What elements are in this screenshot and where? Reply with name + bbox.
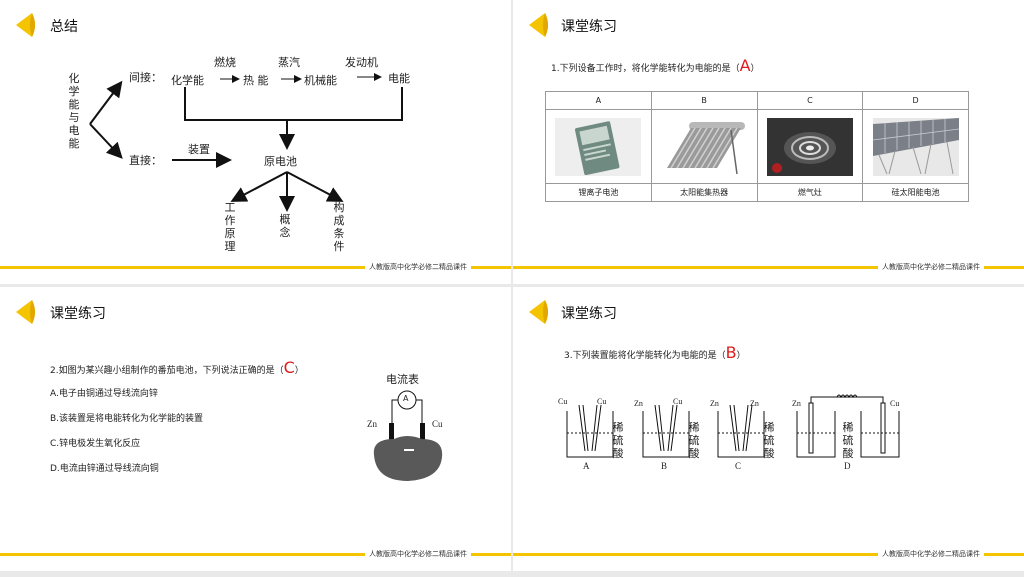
solar-panel-icon xyxy=(872,117,959,176)
megaphone-logo-icon xyxy=(529,13,548,37)
setup-a-left: Cu xyxy=(558,397,568,406)
footer-bar xyxy=(513,553,1024,556)
choice-b: B.该装置是将电能转化为化学能的装置 xyxy=(50,414,204,424)
choice-a: A.电子由铜通过导线流向锌 xyxy=(50,389,158,399)
option-image-cell xyxy=(756,109,864,184)
chain-chemical: 化学能 xyxy=(171,74,204,87)
slide-title: 总结 xyxy=(50,19,78,35)
lithium-battery-icon xyxy=(555,117,642,176)
summary-diagram-lines xyxy=(89,73,403,212)
chain-mechanical: 机械能 xyxy=(304,74,337,87)
question-2: 2.如图为某兴趣小组制作的番茄电池，下列说法正确的是（C） xyxy=(50,358,304,377)
question-close: ） xyxy=(294,366,304,376)
answer-mark: C xyxy=(283,358,295,377)
setup-c-letter: C xyxy=(735,461,742,471)
footer-bar xyxy=(0,553,511,556)
footer-bar xyxy=(0,266,511,269)
zn-electrode-label: Zn xyxy=(367,419,377,429)
setup-d-letter: D xyxy=(844,461,851,471)
footer-text: 人教版高中化学必修二精品课件 xyxy=(878,549,984,559)
device-label: 装置 xyxy=(188,143,210,156)
chem-electric-label: 化学能与电能 xyxy=(68,72,80,150)
option-name: 硅太阳能电池 xyxy=(862,183,969,202)
option-header: B xyxy=(650,91,758,110)
slide-exercise-1: 课堂练习 1.下列设备工作时，将化学能转化为电能的是（A） A B C D xyxy=(513,0,1024,284)
setup-b-left: Zn xyxy=(634,399,643,408)
tomato-battery-figure xyxy=(373,390,443,481)
answer-mark: A xyxy=(739,56,751,75)
option-image-cell xyxy=(650,109,758,184)
option-header: C xyxy=(756,91,864,110)
footer-text: 人教版高中化学必修二精品课件 xyxy=(365,262,471,272)
answer-mark: B xyxy=(725,343,737,362)
question-text: 3.下列装置能将化学能转化为电能的是（ xyxy=(564,351,726,361)
megaphone-logo-icon xyxy=(529,300,548,324)
condition-steam: 蒸汽 xyxy=(278,56,300,69)
megaphone-logo-icon xyxy=(16,13,35,37)
question-1: 1.下列设备工作时，将化学能转化为电能的是（A） xyxy=(551,56,760,75)
slide-summary: 总结 化学能与电能 间接： 直接： 燃烧 蒸汽 发动机 化学能 热 能 机械能 … xyxy=(0,0,511,284)
option-image-cell xyxy=(862,109,969,184)
question-text: 1.下列设备工作时，将化学能转化为电能的是（ xyxy=(551,64,740,74)
beaker-setups-figure xyxy=(566,394,900,458)
acid-label: 稀硫酸 xyxy=(688,421,700,460)
option-name: 燃气灶 xyxy=(756,183,864,202)
slide-title: 课堂练习 xyxy=(561,306,617,322)
ammeter-label: 电流表 xyxy=(386,373,419,386)
megaphone-logo-icon xyxy=(16,300,35,324)
question-close: ） xyxy=(750,64,760,74)
slide-exercise-3: 课堂练习 3.下列装置能将化学能转化为电能的是（B） xyxy=(513,287,1024,571)
solar-water-heater-icon xyxy=(661,117,748,176)
setup-d-left: Zn xyxy=(792,399,801,408)
chain-electric: 电能 xyxy=(388,72,410,85)
acid-label: 稀硫酸 xyxy=(763,421,775,460)
option-header: A xyxy=(545,91,652,110)
cu-electrode-label: Cu xyxy=(432,419,443,429)
option-name: 锂离子电池 xyxy=(545,183,652,202)
question-text: 2.如图为某兴趣小组制作的番茄电池，下列说法正确的是（ xyxy=(50,366,284,376)
chain-heat: 热 能 xyxy=(243,74,269,87)
footer-text: 人教版高中化学必修二精品课件 xyxy=(365,549,471,559)
option-image-cell xyxy=(545,109,652,184)
options-table: A B C D xyxy=(545,91,969,202)
slide-title: 课堂练习 xyxy=(561,19,617,35)
setup-c-right: Zn xyxy=(750,399,759,408)
acid-label: 稀硫酸 xyxy=(612,421,624,460)
branch-principle: 工作原理 xyxy=(224,201,236,253)
condition-burn: 燃烧 xyxy=(214,56,236,69)
condition-engine: 发动机 xyxy=(345,56,378,69)
choice-d: D.电流由锌通过导线流向铜 xyxy=(50,464,159,474)
setup-b-letter: B xyxy=(661,461,668,471)
question-close: ） xyxy=(736,351,746,361)
footer-bar xyxy=(513,266,1024,269)
gas-stove-icon xyxy=(766,117,853,176)
ammeter-symbol: A xyxy=(403,394,409,403)
setup-b-right: Cu xyxy=(673,397,683,406)
setup-a-letter: A xyxy=(583,461,590,471)
slide-exercise-2: 课堂练习 2.如图为某兴趣小组制作的番茄电池，下列说法正确的是（C） A.电子由… xyxy=(0,287,511,571)
acid-label: 稀硫酸 xyxy=(842,421,854,460)
footer-text: 人教版高中化学必修二精品课件 xyxy=(878,262,984,272)
indirect-label: 间接： xyxy=(129,71,162,84)
setup-c-left: Zn xyxy=(710,399,719,408)
branch-conditions: 构成条件 xyxy=(333,201,345,253)
setup-a-right: Cu xyxy=(597,397,607,406)
branch-concept: 概念 xyxy=(279,213,291,239)
option-header: D xyxy=(862,91,969,110)
option-name: 太阳能集热器 xyxy=(650,183,758,202)
slide-title: 课堂练习 xyxy=(50,306,106,322)
question-3: 3.下列装置能将化学能转化为电能的是（B） xyxy=(564,343,746,362)
cell-label: 原电池 xyxy=(264,155,297,168)
direct-label: 直接： xyxy=(129,154,162,167)
setup-d-right: Cu xyxy=(890,399,900,408)
choice-c: C.锌电极发生氧化反应 xyxy=(50,439,141,449)
